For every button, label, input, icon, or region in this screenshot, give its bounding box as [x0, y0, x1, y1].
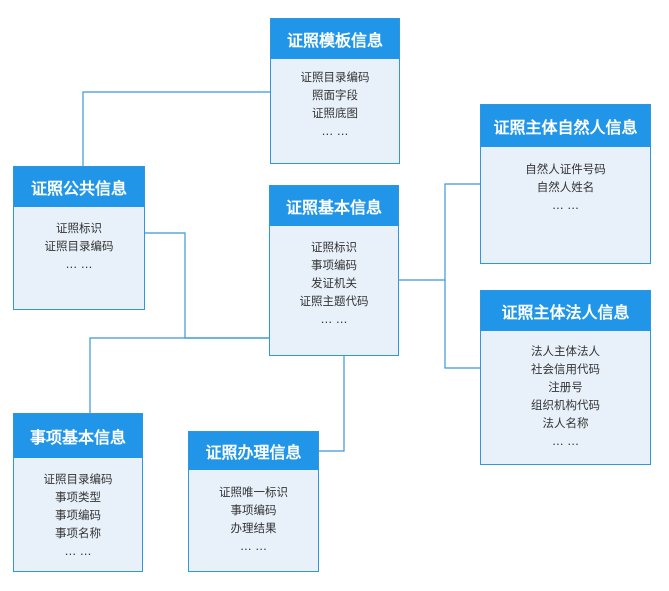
entity-item-basic-info: 事项基本信息 证照目录编码 事项类型 事项编码 事项名称 … …: [13, 413, 143, 572]
connector-basic-legal: [444, 280, 480, 369]
field-item: 事项名称: [55, 526, 101, 540]
field-list: 自然人证件号码 自然人姓名 … …: [481, 147, 650, 214]
field-list: 证照标识 证照目录编码 … …: [14, 207, 144, 273]
field-item: 事项编码: [311, 258, 357, 272]
field-item: … …: [240, 539, 267, 553]
field-item: 注册号: [548, 380, 583, 394]
field-item: 事项编码: [230, 503, 277, 517]
entity-title: 证照公共信息: [14, 167, 144, 207]
field-item: 证照底图: [312, 106, 358, 120]
field-item: 事项编码: [55, 508, 101, 522]
field-item: 证照主题代码: [299, 294, 369, 308]
field-item: … …: [65, 257, 93, 271]
field-item: 事项类型: [55, 490, 101, 504]
connector-basic-natural: [399, 183, 480, 281]
connector-basic-item: [89, 337, 269, 413]
entity-title: 证照主体自然人信息: [481, 105, 650, 147]
field-item: 证照唯一标识: [219, 485, 288, 499]
field-list: 证照目录编码 事项类型 事项编码 事项名称 … …: [14, 458, 142, 560]
field-item: 组织机构代码: [531, 398, 600, 412]
field-list: 证照目录编码 照面字段 证照底图 … …: [271, 59, 399, 140]
field-item: … …: [320, 312, 348, 326]
field-item: 证照目录编码: [43, 472, 113, 486]
entity-legal-person-info: 证照主体法人信息 法人主体法人 社会信用代码 注册号 组织机构代码 法人名称 ……: [480, 290, 651, 465]
field-item: 证照目录编码: [44, 239, 114, 253]
field-item: … …: [321, 124, 349, 138]
field-item: 社会信用代码: [531, 362, 600, 376]
entity-title: 证照主体法人信息: [481, 291, 650, 331]
field-item: … …: [552, 434, 579, 448]
field-item: 法人名称: [542, 416, 589, 430]
field-item: 证照标识: [311, 240, 357, 254]
connector-basic-process: [319, 356, 345, 452]
entity-natural-person-info: 证照主体自然人信息 自然人证件号码 自然人姓名 … …: [480, 104, 651, 264]
entity-process-info: 证照办理信息 证照唯一标识 事项编码 办理结果 … …: [188, 431, 319, 572]
entity-public-info: 证照公共信息 证照标识 证照目录编码 … …: [13, 166, 145, 310]
field-item: 证照标识: [56, 221, 102, 235]
field-list: 证照标识 事项编码 发证机关 证照主题代码 … …: [270, 226, 398, 328]
field-item: … …: [64, 544, 92, 558]
entity-title: 证照基本信息: [270, 186, 398, 226]
entity-title: 证照办理信息: [189, 432, 318, 470]
field-item: 自然人姓名: [536, 180, 595, 194]
connector-public-basic: [145, 232, 269, 339]
field-item: 办理结果: [230, 521, 277, 535]
connector-template-public: [82, 91, 270, 172]
field-item: 证照目录编码: [300, 70, 370, 84]
field-item: … …: [552, 198, 579, 212]
entity-template-info: 证照模板信息 证照目录编码 照面字段 证照底图 … …: [270, 18, 400, 164]
entity-title: 事项基本信息: [14, 414, 142, 458]
field-list: 证照唯一标识 事项编码 办理结果 … …: [189, 470, 318, 555]
entity-title: 证照模板信息: [271, 19, 399, 59]
field-item: 法人主体法人: [531, 344, 600, 358]
field-item: 自然人证件号码: [525, 162, 606, 176]
field-item: 发证机关: [311, 276, 357, 290]
entity-basic-info: 证照基本信息 证照标识 事项编码 发证机关 证照主题代码 … …: [269, 185, 399, 356]
field-list: 法人主体法人 社会信用代码 注册号 组织机构代码 法人名称 … …: [481, 331, 650, 450]
field-item: 照面字段: [312, 88, 358, 102]
